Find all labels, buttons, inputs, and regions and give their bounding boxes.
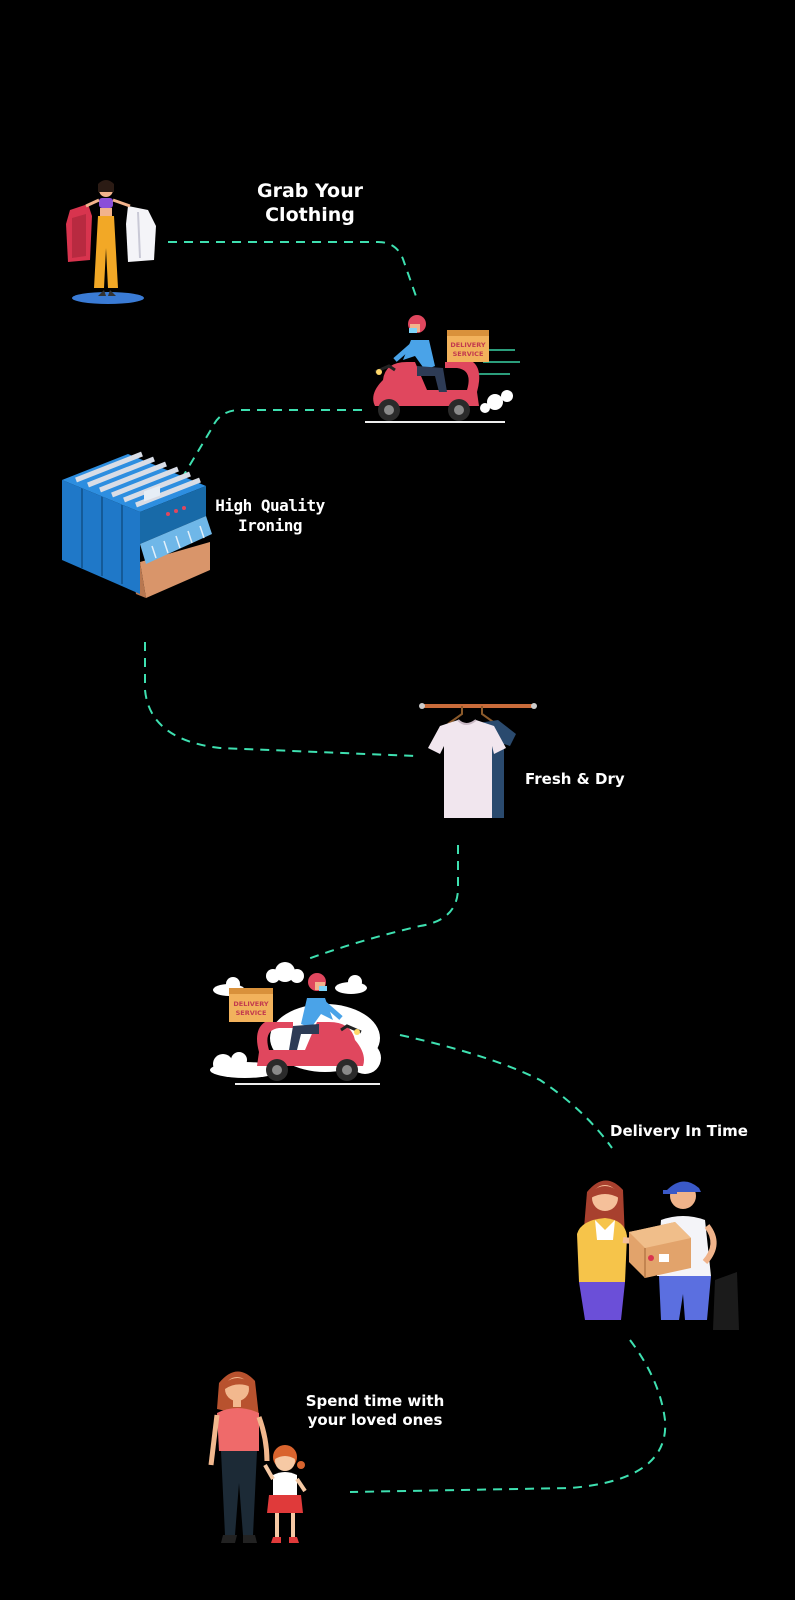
courier-handing-package-icon (577, 1180, 739, 1330)
box-label-line-1: DELIVERY (233, 1000, 269, 1008)
delivery-scooter-clouds-icon: DELIVERY SERVICE (210, 962, 381, 1085)
step-label-fresh-dry: Fresh & Dry (525, 770, 625, 788)
box-label-line-1: DELIVERY (450, 341, 486, 349)
box-label-line-2: SERVICE (453, 350, 484, 358)
box-label-line-2: SERVICE (236, 1009, 267, 1017)
step-label-ironing: High Quality Ironing (215, 496, 325, 535)
mother-and-child-icon (208, 1371, 307, 1543)
step-label-grab-clothing: Grab Your Clothing (257, 180, 363, 226)
shirts-on-hanger-icon (419, 703, 537, 818)
ironing-machine-icon (62, 451, 212, 598)
delivery-scooter-icon: DELIVERY SERVICE (365, 315, 520, 423)
woman-holding-clothes-icon (66, 180, 156, 304)
step-label-loved-ones: Spend time with your loved ones (305, 1392, 445, 1429)
step-label-delivery-in-time: Delivery In Time (610, 1122, 748, 1140)
